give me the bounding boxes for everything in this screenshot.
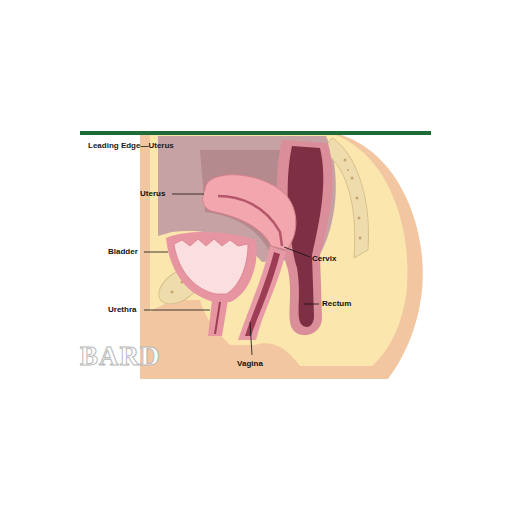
bladder-wall (166, 232, 257, 302)
leader-lines (144, 194, 319, 355)
urethra (208, 300, 228, 336)
bone-dots (344, 159, 362, 240)
urethra-lumen (214, 302, 221, 334)
diagram-title: Leading Edge—Uterus (88, 142, 174, 150)
fat-layer (150, 133, 408, 366)
header-rule (80, 131, 431, 135)
part-label: Uterus (140, 190, 165, 198)
part-label: Cervix (312, 255, 336, 263)
watermark: BARD (80, 343, 161, 370)
part-label: Urethra (108, 306, 136, 314)
body-skin (140, 133, 423, 379)
part-label: Bladder (108, 248, 138, 256)
part-label: Rectum (322, 300, 351, 308)
bladder-lumen (174, 239, 248, 294)
part-label: Vagina (237, 360, 263, 368)
